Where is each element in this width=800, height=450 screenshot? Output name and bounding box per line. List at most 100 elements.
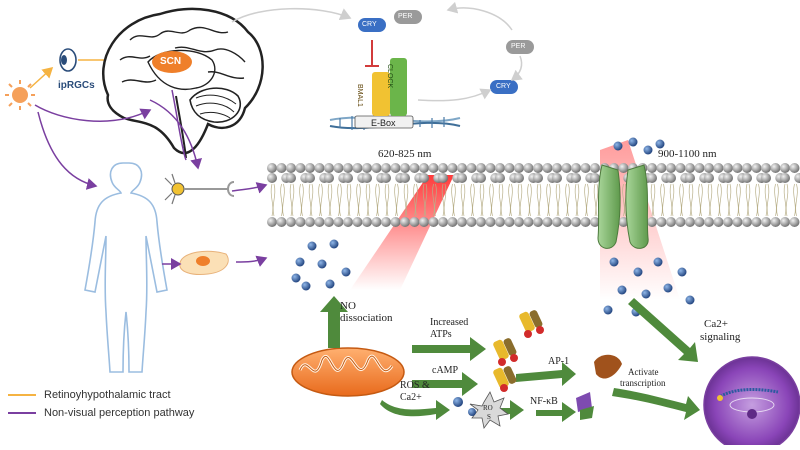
lipid-head bbox=[324, 163, 334, 173]
lipid-head bbox=[780, 173, 790, 183]
lipid-head bbox=[694, 163, 705, 173]
lipid-head bbox=[533, 163, 543, 173]
ion bbox=[341, 267, 351, 277]
wavelength-ir-label: 900-1100 nm bbox=[658, 148, 717, 160]
lipid-head bbox=[552, 173, 562, 183]
lipid-head bbox=[571, 173, 581, 183]
ion bbox=[628, 137, 638, 147]
lipid-head bbox=[580, 163, 591, 173]
activate-line1: Activate bbox=[628, 367, 659, 377]
lipid-head bbox=[476, 217, 486, 227]
lipid-head bbox=[742, 217, 752, 227]
ion bbox=[468, 408, 476, 416]
nfkb-protein bbox=[576, 392, 594, 420]
lipid-head bbox=[732, 217, 743, 227]
lipid-tail bbox=[394, 183, 399, 217]
lipid-tail bbox=[470, 183, 475, 217]
lipid-head bbox=[314, 217, 325, 227]
ion bbox=[603, 305, 613, 315]
lipid-tail bbox=[546, 183, 551, 217]
lipid-head bbox=[523, 217, 534, 227]
lipid-head bbox=[305, 217, 315, 227]
lipid-tail bbox=[717, 183, 722, 217]
ions bbox=[291, 137, 695, 317]
lipid-head bbox=[751, 163, 762, 173]
lipid-head bbox=[409, 163, 420, 173]
lipid-tail bbox=[774, 183, 779, 217]
lipid-tail bbox=[432, 183, 437, 217]
lipid-tail bbox=[451, 183, 456, 217]
lipid-head bbox=[770, 217, 781, 227]
nfkb-label: NF-κB bbox=[530, 396, 558, 407]
lipid-head bbox=[789, 163, 800, 173]
ion bbox=[317, 259, 327, 269]
lipid-head bbox=[504, 217, 515, 227]
lipid-head bbox=[761, 163, 771, 173]
cell-icon bbox=[179, 250, 229, 275]
ion bbox=[617, 285, 627, 295]
lipid-tail bbox=[489, 183, 494, 217]
clock-label: CLOCK bbox=[386, 64, 393, 89]
lipid-head bbox=[561, 217, 572, 227]
lipid-head bbox=[343, 217, 353, 227]
lipid-tail bbox=[346, 183, 352, 217]
lipid-head bbox=[552, 217, 562, 227]
lipid-head bbox=[267, 163, 277, 173]
lipid-head bbox=[647, 217, 657, 227]
lipid-tail bbox=[688, 183, 694, 217]
lipid-head bbox=[352, 163, 363, 173]
lipid-head bbox=[333, 163, 344, 173]
ap1-protein bbox=[594, 354, 622, 379]
lipid-head bbox=[400, 163, 410, 173]
lipid-tail bbox=[698, 183, 703, 217]
lipid-head bbox=[656, 163, 667, 173]
lipid-head bbox=[286, 217, 296, 227]
lipid-tail bbox=[736, 183, 741, 217]
neuron-icon bbox=[164, 173, 235, 205]
lipid-head bbox=[362, 217, 372, 227]
lipid-head bbox=[267, 173, 277, 183]
lipid-head bbox=[305, 163, 315, 173]
lipid-head bbox=[419, 217, 429, 227]
lipid-head bbox=[504, 163, 515, 173]
ion bbox=[301, 281, 311, 291]
lipid-head bbox=[390, 163, 401, 173]
ros-ca-line1: ROS & bbox=[400, 380, 430, 391]
lipid-tail bbox=[593, 183, 599, 217]
ion bbox=[329, 239, 339, 249]
lipid-head bbox=[704, 163, 714, 173]
lipid-tail bbox=[365, 183, 371, 217]
lipid-head bbox=[704, 173, 714, 183]
lipid-head bbox=[295, 163, 306, 173]
lipid-head bbox=[438, 217, 448, 227]
ion bbox=[685, 295, 695, 305]
lipid-tail bbox=[318, 183, 323, 217]
lipid-tail bbox=[441, 183, 447, 217]
ion bbox=[609, 257, 619, 267]
lipid-tail bbox=[337, 183, 342, 217]
lipid-head bbox=[761, 173, 771, 183]
lipid-tail bbox=[745, 183, 751, 217]
lipid-tail bbox=[679, 183, 684, 217]
lipid-head bbox=[324, 173, 334, 183]
brain-to-clock-arrow bbox=[231, 7, 352, 23]
lipid-tail bbox=[650, 183, 656, 217]
non-visual-pathway-arrows bbox=[34, 89, 268, 270]
lipid-tail bbox=[508, 183, 513, 217]
lipid-head bbox=[666, 163, 676, 173]
lipid-head bbox=[675, 163, 686, 173]
lipid-tail bbox=[289, 183, 295, 217]
legend-swatch-orange bbox=[8, 394, 36, 397]
lipid-head bbox=[704, 217, 714, 227]
lipid-tail bbox=[555, 183, 561, 217]
lipid-tail bbox=[308, 183, 314, 217]
cry-right-label: CRY bbox=[496, 83, 511, 90]
wavelength-red-label: 620-825 nm bbox=[378, 148, 432, 160]
lipid-tail bbox=[660, 183, 665, 217]
lipid-tail bbox=[565, 183, 570, 217]
lipid-head bbox=[732, 163, 743, 173]
lipid-tail bbox=[793, 183, 798, 217]
lipid-head bbox=[590, 173, 600, 183]
ca-signaling-line2: signaling bbox=[700, 331, 741, 343]
lipid-head bbox=[381, 173, 391, 183]
